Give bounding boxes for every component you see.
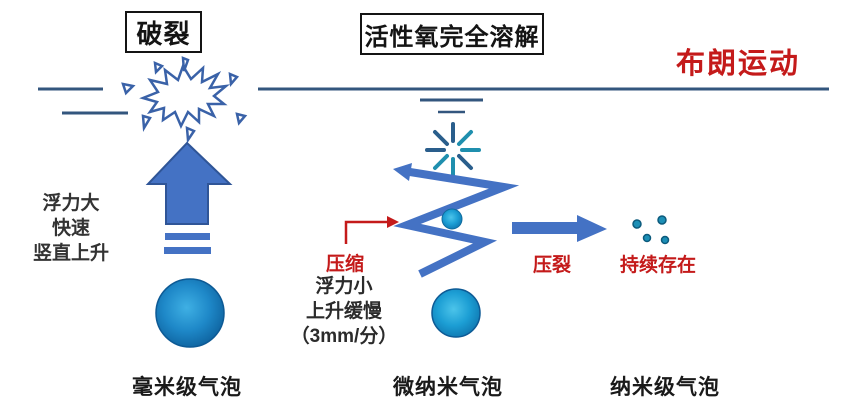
- burst-title: 破裂: [136, 18, 191, 49]
- mm-bubble-label: 毫米级气泡: [132, 376, 242, 399]
- fracture-label: 压裂: [532, 255, 572, 276]
- micro-nano-bubble-label: 微纳米气泡: [393, 376, 503, 399]
- small-bubble-sphere: [441, 208, 463, 230]
- persist-label: 持续存在: [619, 255, 697, 276]
- water-surface-line: [38, 87, 829, 115]
- dissolve-title-box: 活性氧完全溶解: [360, 13, 544, 55]
- left-buoyancy-line1: 浮力大: [42, 193, 100, 214]
- left-buoyancy-line3: 竖直上升: [32, 243, 110, 264]
- mm-bubble-sphere: [155, 278, 225, 348]
- burst-star-icon: [121, 56, 248, 144]
- sunburst-icon: [425, 122, 481, 178]
- mid-buoyancy-line2: 上升缓慢: [305, 301, 383, 322]
- dissolve-title: 活性氧完全溶解: [364, 23, 540, 51]
- left-buoyancy-line2: 快速: [51, 218, 91, 239]
- up-arrow-icon: [145, 141, 233, 254]
- micro-nano-bubble-sphere: [431, 288, 481, 338]
- mid-buoyancy-line3: （3mm/分）: [290, 326, 398, 347]
- compress-arrow-icon: [344, 216, 399, 244]
- nano-bubble-label: 纳米级气泡: [610, 376, 720, 399]
- burst-title-box: 破裂: [125, 11, 202, 53]
- mid-buoyancy-note: 浮力小 上升缓慢 （3mm/分）: [291, 274, 398, 349]
- left-buoyancy-note: 浮力大 快速 竖直上升: [33, 191, 109, 266]
- right-arrow-icon: [512, 215, 607, 242]
- nano-dots-icon: [632, 215, 670, 245]
- brownian-motion-label: 布朗运动: [675, 48, 801, 80]
- mid-buoyancy-line1: 浮力小: [315, 276, 373, 297]
- compress-label: 压缩: [325, 254, 365, 275]
- zigzag-arrow-icon: [393, 163, 520, 278]
